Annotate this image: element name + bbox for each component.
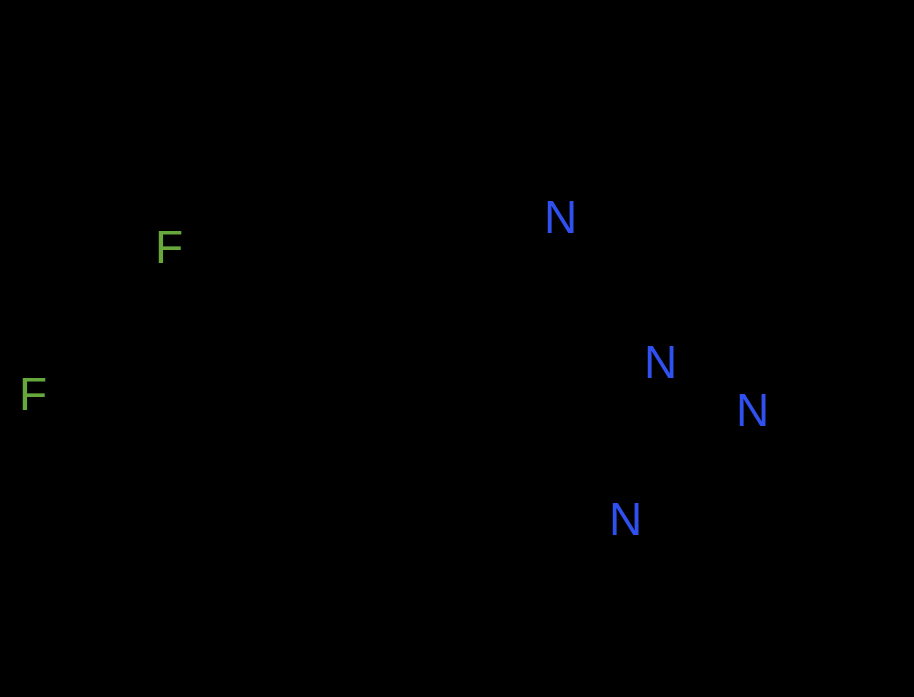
bond: [698, 118, 792, 142]
bond: [107, 320, 175, 362]
atom-label-nitrogen-3: N: [736, 384, 770, 436]
atom-label-nitrogen-2: N: [644, 336, 678, 388]
bond: [357, 316, 424, 357]
atom-label-nitrogen-1: N: [544, 191, 578, 243]
bond: [828, 418, 852, 542]
bond: [168, 426, 235, 467]
bond: [622, 427, 635, 495]
bond: [55, 353, 109, 383]
bond: [102, 311, 170, 353]
atom-label-fluorine-1: F: [155, 221, 184, 273]
bond: [651, 478, 764, 513]
bond: [558, 298, 647, 351]
bond: [102, 430, 170, 472]
bond: [788, 138, 832, 227]
bond: [168, 316, 235, 357]
bond: [618, 378, 655, 432]
bond: [558, 236, 566, 302]
bond: [483, 298, 562, 357]
bond: [231, 316, 298, 357]
bond: [294, 316, 361, 357]
bond: [107, 421, 175, 463]
bond: [684, 369, 738, 399]
bond: [643, 118, 702, 187]
bond: [585, 183, 647, 209]
bond: [760, 478, 832, 542]
atom-label-nitrogen-4: N: [609, 493, 643, 545]
bond: [420, 316, 487, 357]
bond: [613, 428, 625, 496]
bond: [751, 430, 760, 483]
bond: [764, 308, 802, 389]
atom-label-fluorine-2: F: [19, 368, 48, 420]
bond: [798, 223, 832, 312]
bond: [761, 429, 769, 482]
